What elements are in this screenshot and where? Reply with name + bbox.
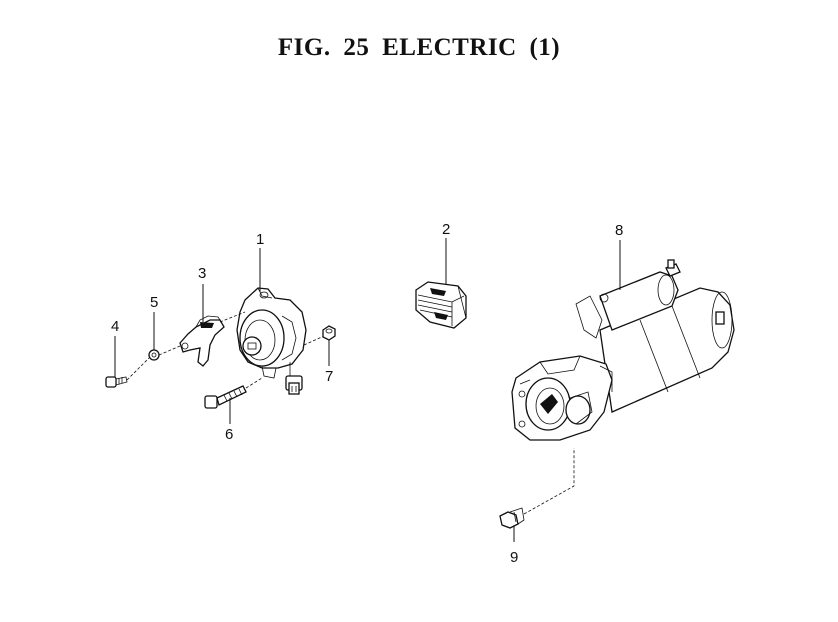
callout-5: 5 bbox=[150, 294, 158, 311]
regulator-part-2 bbox=[415, 281, 467, 329]
callout-6: 6 bbox=[225, 426, 233, 443]
callout-7: 7 bbox=[325, 368, 333, 385]
flange-bolt-part-9 bbox=[499, 507, 525, 529]
callout-1: 1 bbox=[256, 231, 264, 248]
nut-part-7 bbox=[322, 325, 336, 341]
callout-4: 4 bbox=[111, 318, 119, 335]
washer-part-5 bbox=[148, 349, 160, 361]
callout-3: 3 bbox=[198, 265, 206, 282]
alternator-part-1 bbox=[236, 287, 307, 395]
figure-title: FIG. 25 ELECTRIC (1) bbox=[277, 34, 561, 61]
bracket-part-3 bbox=[179, 315, 225, 367]
starter-motor-part-8 bbox=[511, 259, 735, 441]
callout-9: 9 bbox=[510, 549, 518, 566]
long-bolt-part-6 bbox=[204, 385, 247, 409]
bolt-part-4 bbox=[105, 376, 128, 388]
callout-2: 2 bbox=[442, 221, 450, 238]
callout-8: 8 bbox=[615, 222, 623, 239]
